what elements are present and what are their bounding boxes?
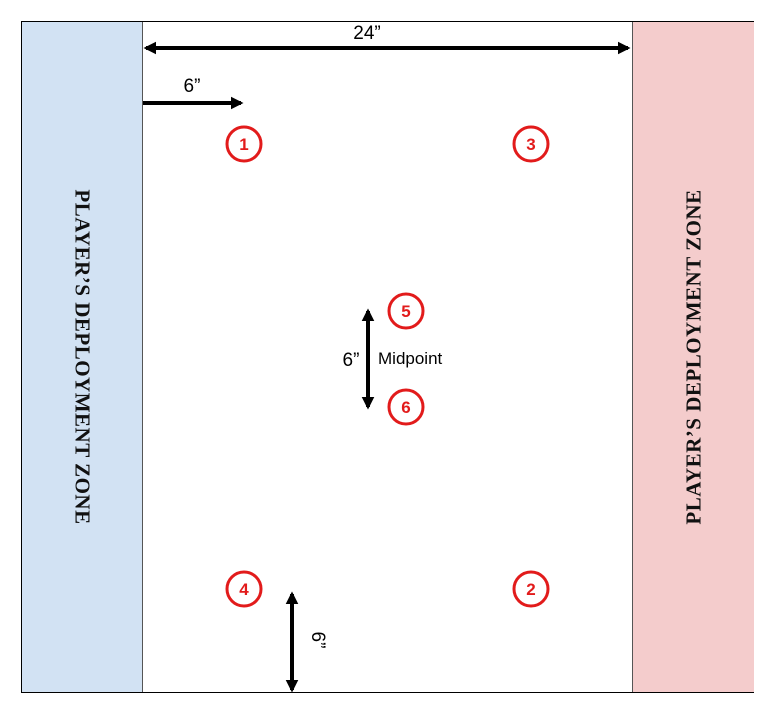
objective-number: 4 [239,580,249,599]
objective-marker-3: 3 [512,125,550,163]
objective-number: 2 [526,580,535,599]
objective-number: 3 [526,135,535,154]
midpoint-label: Midpoint [378,349,443,368]
objective-marker-6: 6 [387,388,425,426]
midpoint-gap-label: 6” [343,350,360,371]
objective-number: 1 [239,135,248,154]
objective-number: 6 [401,398,410,417]
deployment-zone-right: PLAYER’S DEPLOYMENT ZONE [632,22,754,692]
edge-offset-label: 6” [184,76,201,97]
objective-marker-1: 1 [225,125,263,163]
deployment-zone-left: PLAYER’S DEPLOYMENT ZONE [22,22,143,692]
objective-marker-4: 4 [225,570,263,608]
game-board: PLAYER’S DEPLOYMENT ZONE PLAYER’S DEPLOY… [21,21,754,693]
objective-marker-5: 5 [387,292,425,330]
width-label: 24” [353,23,380,44]
objective-marker-2: 2 [512,570,550,608]
objective-number: 5 [401,302,410,321]
bottom-offset-label: 6” [307,632,328,649]
